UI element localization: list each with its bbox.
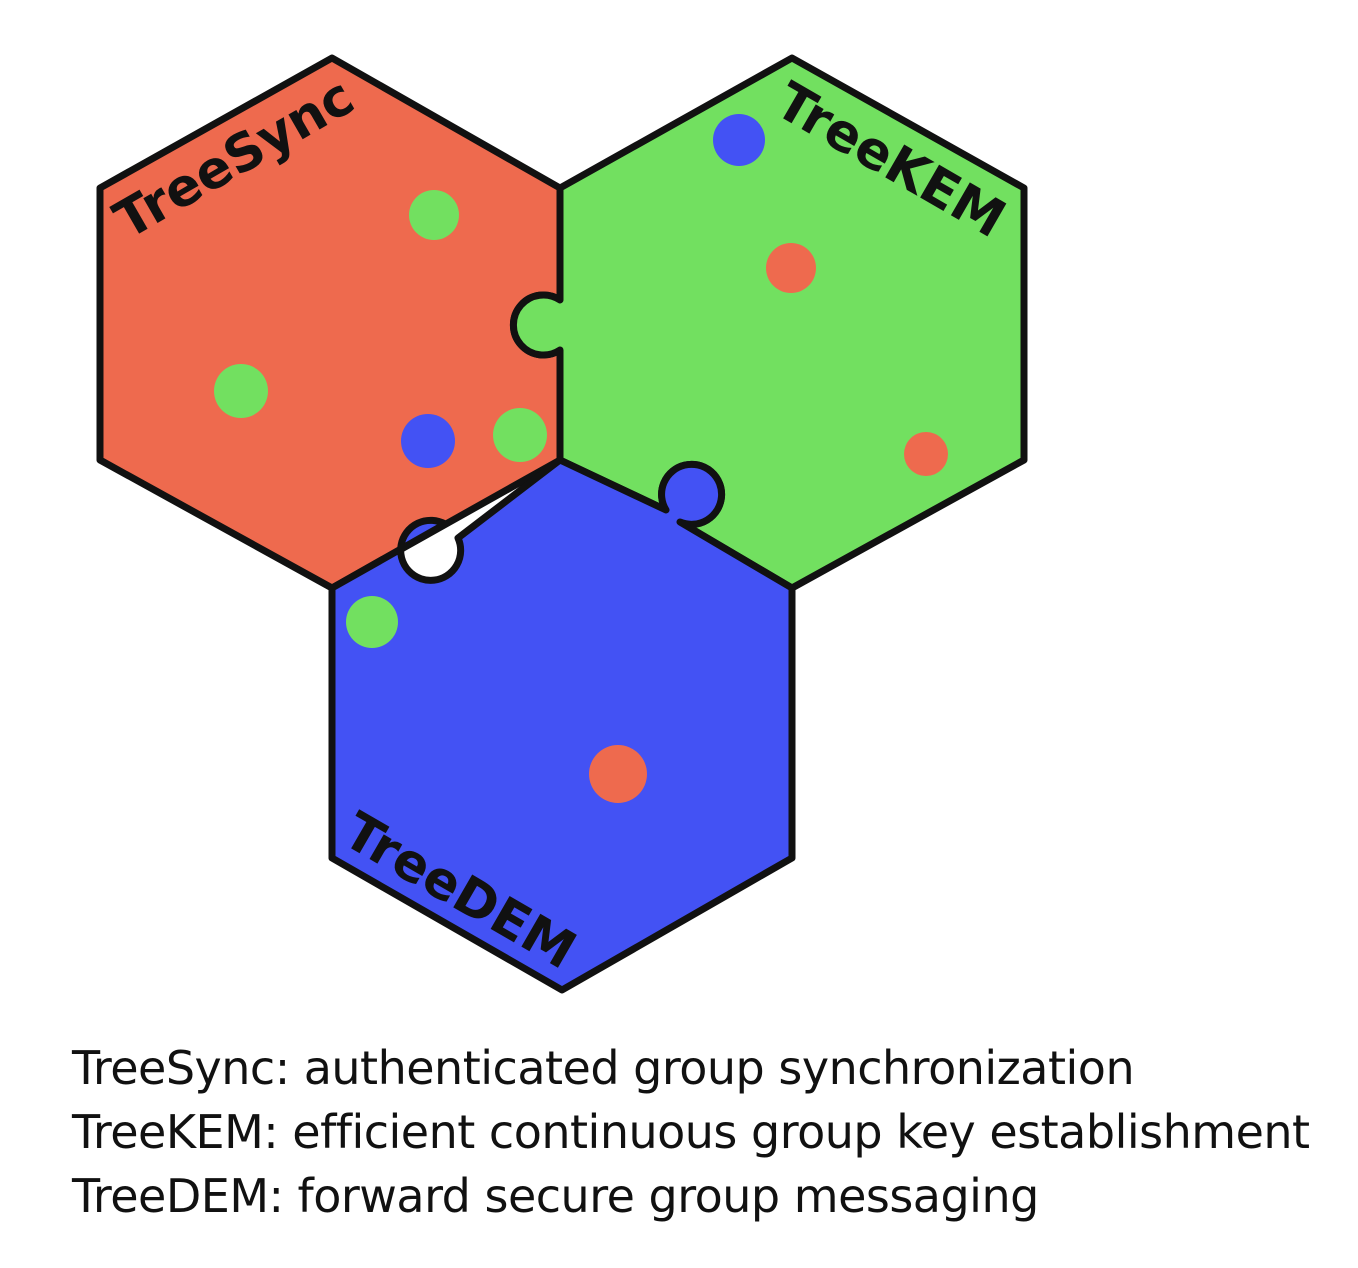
legend-item-treedem: TreeDEM:forward secure group messaging [72, 1164, 1310, 1228]
dot-green [409, 190, 459, 240]
dot-blue [713, 114, 765, 166]
legend-term: TreeDEM: [72, 1169, 284, 1223]
dot-red [904, 432, 948, 476]
legend-item-treekem: TreeKEM:efficient continuous group key e… [72, 1100, 1310, 1164]
legend-description: efficient continuous group key establish… [292, 1105, 1310, 1159]
legend-description: forward secure group messaging [297, 1169, 1040, 1223]
legend-item-treesync: TreeSync:authenticated group synchroniza… [72, 1036, 1310, 1100]
dot-red [766, 243, 816, 293]
legend-description: authenticated group synchronization [303, 1041, 1135, 1095]
dot-red [589, 745, 647, 803]
dot-green [214, 364, 268, 418]
dot-green [346, 596, 398, 648]
dot-blue [401, 414, 455, 468]
legend-term: TreeSync: [72, 1041, 290, 1095]
module-legend: TreeSync:authenticated group synchroniza… [72, 1036, 1310, 1228]
legend-term: TreeKEM: [72, 1105, 279, 1159]
treedem-hexagon [328, 456, 796, 994]
puzzle-hexagon-diagram: TreeSync TreeKEM TreeDEM [96, 54, 1028, 994]
dot-green [493, 408, 547, 462]
